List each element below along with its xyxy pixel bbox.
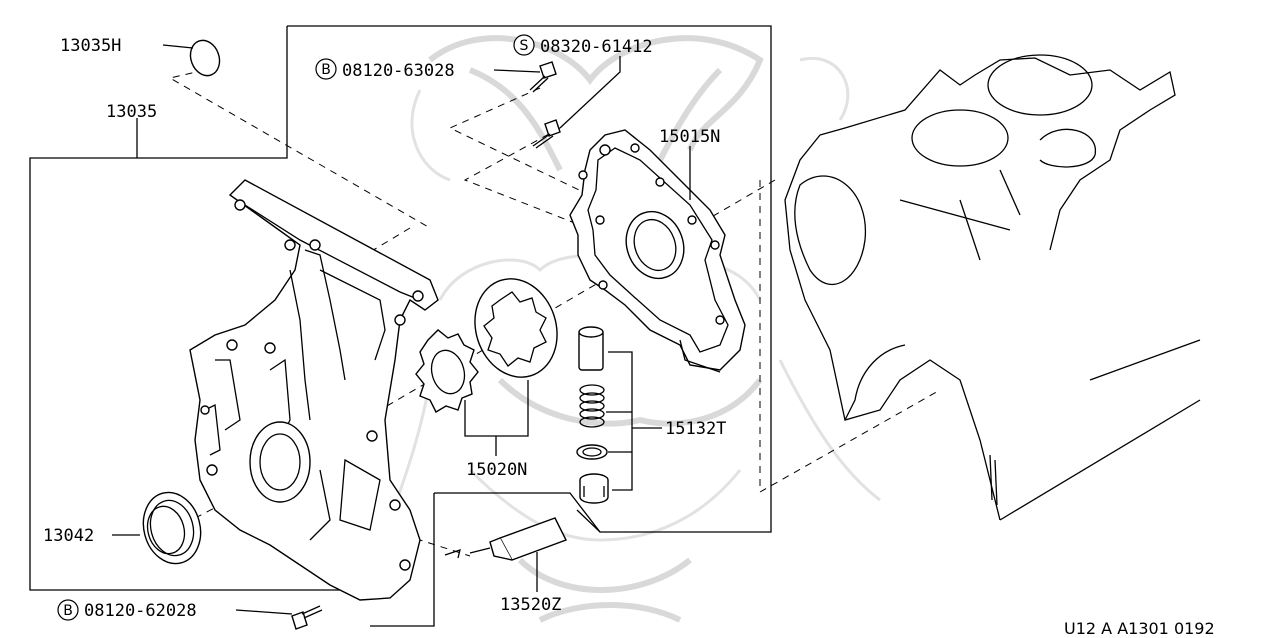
relief-valve-plunger [578, 326, 604, 371]
label-13042: 13042 [43, 526, 94, 546]
sealant-tube-13520Z [444, 517, 567, 561]
label-13520Z: 13520Z [500, 595, 561, 615]
leader-lines [112, 44, 691, 615]
bolt-08120-62028 [291, 605, 323, 630]
label-15020N: 15020N [466, 460, 527, 480]
label-15132T: 15132T [665, 419, 726, 439]
part-labels: 13035H 13035 B 08120-63028 S 08320-61412… [43, 34, 1215, 638]
bolt-prefix-bottom: B [63, 603, 73, 619]
engine-block [784, 54, 1201, 521]
screw-prefix: S [520, 38, 529, 54]
bolt-prefix-circle-bottom [57, 599, 79, 621]
bolt-08120-63028 [529, 61, 557, 93]
oil-seal-13042 [142, 491, 202, 565]
bolt-prefix-circle-top [315, 58, 337, 80]
label-15015N: 15015N [659, 127, 720, 147]
relief-valve-plug [579, 473, 609, 504]
label-08120-63028: 08120-63028 [342, 61, 455, 81]
relief-valve-spring [579, 384, 605, 428]
screw-prefix-circle [513, 34, 535, 56]
diagram-code: U12 A A1301 0192 [1064, 619, 1215, 638]
label-08320-61412: 08320-61412 [540, 37, 653, 57]
oil-pump-outer-gear [474, 278, 558, 378]
oil-pump-inner-gear [415, 329, 479, 413]
relief-valve-washer [576, 444, 608, 460]
front-cover-13035 [189, 179, 439, 601]
label-13035: 13035 [106, 102, 157, 122]
label-13035H: 13035H [60, 36, 121, 56]
bolt-prefix-top: B [321, 62, 331, 78]
oil-pump-housing-15015N [569, 129, 746, 373]
label-08120-62028: 08120-62028 [84, 601, 197, 621]
watermark-emblem [388, 35, 881, 623]
screw-08320-61412 [532, 119, 561, 149]
plug-13035H [189, 39, 221, 77]
assembly-bracket [29, 25, 772, 627]
